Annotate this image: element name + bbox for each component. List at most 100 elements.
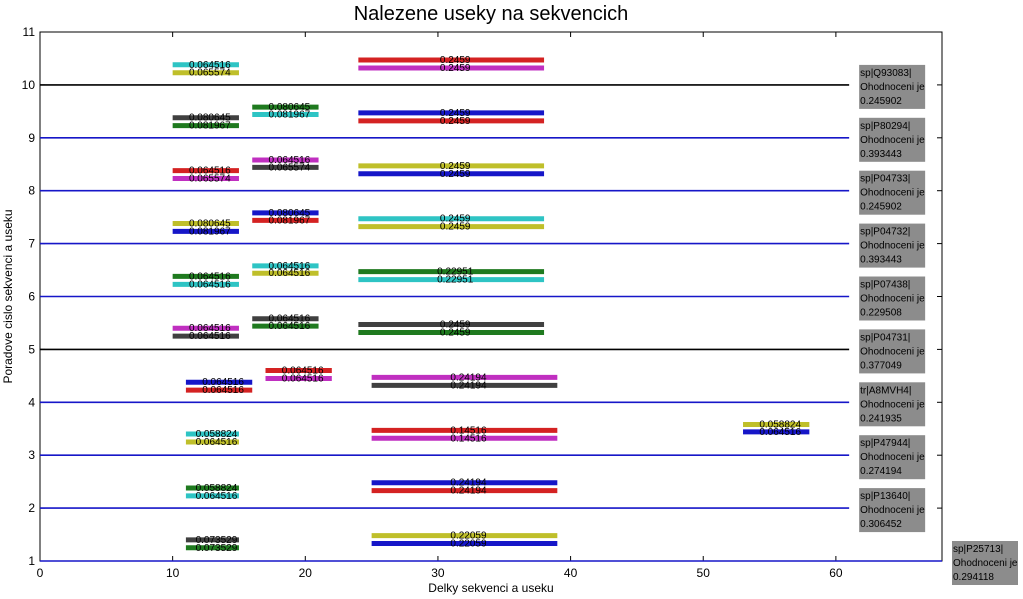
y-tick-label: 1 [28,554,35,568]
x-tick-label: 20 [299,566,313,580]
segments: 0.0735290.0735290.220590.220590.0588240.… [172,55,810,554]
segment-label: 0.24194 [450,380,487,391]
segment-label: 0.064516 [189,60,231,71]
segment-label: 0.064516 [196,437,238,448]
y-tick-label: 9 [28,131,35,145]
annotation-text: 0.377049 [860,360,902,371]
y-tick-label: 4 [28,395,35,409]
segment-label: 0.080645 [189,113,231,124]
segment-label: 0.081967 [189,226,231,237]
segment-label: 0.064516 [269,155,311,166]
segment-label: 0.064516 [282,373,324,384]
segment-label: 0.064516 [189,331,231,342]
segment-label: 0.064516 [202,385,244,396]
segment-label: 0.14516 [450,433,487,444]
segment-label: 0.080645 [189,218,231,229]
annotation-text: sp|P04732| [860,227,910,238]
y-tick-label: 2 [28,501,35,515]
y-tick-label: 8 [28,184,35,198]
y-tick-label: 7 [28,237,35,251]
x-tick-label: 60 [829,566,843,580]
segment-label: 0.064516 [269,314,311,325]
segment-label: 0.2459 [440,320,471,331]
x-tick-label: 10 [166,566,180,580]
annotation-text: sp|P07438| [860,280,910,291]
segment-label: 0.073529 [196,543,238,554]
annotation-text: Ohodnoceni je [860,346,925,357]
segment-label: 0.064516 [189,279,231,290]
annotation-box [859,382,926,427]
segment-label: 0.064516 [759,427,801,438]
segment-label: 0.24194 [450,486,487,497]
segment-label: 0.064516 [196,491,238,502]
annotation-text: Ohodnoceni je [860,241,925,252]
annotation-text: sp|P80294| [860,121,910,132]
segment-label: 0.064516 [269,321,311,332]
sequence-lines [40,84,942,562]
segment-label: 0.064516 [282,366,324,377]
annotation-text: Ohodnoceni je [860,505,925,516]
segment-label: 0.058824 [196,483,238,494]
annotations: sp|P25713| Ohodnoceni je 0.294118 sp|P13640… [859,64,1018,585]
segment-label: 0.081967 [269,110,311,121]
segment-label: 0.065574 [269,162,311,173]
y-tick-label: 5 [28,342,35,356]
segment-label: 0.080645 [269,102,311,113]
annotation-text: 0.393443 [860,255,902,266]
segment-label: 0.080645 [269,208,311,219]
segment-label: 0.2459 [440,55,471,66]
segment-label: 0.064516 [269,261,311,272]
annotation-text: 0.294118 [953,572,994,583]
annotation-text: sp|P25713| [953,544,1003,555]
annotation-box [859,170,926,215]
y-axis-label: Poradove cislo sekvenci a useku [1,209,15,383]
annotation-text: 0.245902 [860,96,902,107]
segment-label: 0.073529 [196,535,238,546]
annotation-text: Ohodnoceni je [860,82,925,93]
segment-label: 0.064516 [202,377,244,388]
x-tick-label: 0 [37,566,44,580]
segment-label: 0.24194 [450,372,487,383]
x-tick-label: 40 [564,566,578,580]
segment-label: 0.081967 [269,215,311,226]
annotation-box [859,276,926,321]
segment-label: 0.2459 [440,169,471,180]
annotation-text: Ohodnoceni je [860,188,925,199]
annotation-text: sp|P04731| [860,332,910,343]
segment-label: 0.2459 [440,327,471,338]
annotation-text: sp|Q93083| [860,68,911,79]
annotation-text: 0.241935 [860,413,902,424]
segment-label: 0.24194 [450,478,487,489]
x-axis-label: Delky sekvenci a useku [428,581,553,595]
annotation-text: tr|A8MVH4| [860,385,911,396]
annotation-text: Ohodnoceni je [860,452,925,463]
segment-label: 0.058824 [196,429,238,440]
annotation-box [859,488,926,533]
segment-label: 0.064516 [189,166,231,177]
annotation-text: Ohodnoceni je [860,135,925,146]
annotation-text: 0.274194 [860,466,902,477]
chart-title: Nalezene useky na sekvencich [354,3,629,25]
x-tick-label: 50 [697,566,711,580]
annotation-text: Ohodnoceni je [860,399,925,410]
annotation-box [859,223,926,268]
segment-label: 0.22059 [450,531,487,542]
annotation-text: sp|P04733| [860,174,910,185]
segment-label: 0.14516 [450,425,487,436]
segment-label: 0.22951 [437,275,474,286]
segment-label: 0.064516 [189,271,231,282]
y-tick-label: 6 [28,290,35,304]
annotation-text: sp|P47944| [860,438,910,449]
annotation-text: Ohodnoceni je [860,294,925,305]
annotation-text: 0.245902 [860,202,902,213]
annotation-text: 0.393443 [860,149,902,160]
segment-label: 0.065574 [189,68,231,79]
segment-label: 0.081967 [189,121,231,132]
annotation-box [859,435,926,480]
segment-label: 0.065574 [189,174,231,185]
annotation-text: sp|P13640| [860,491,910,502]
annotation-box [859,329,926,374]
annotation-box [859,117,926,162]
